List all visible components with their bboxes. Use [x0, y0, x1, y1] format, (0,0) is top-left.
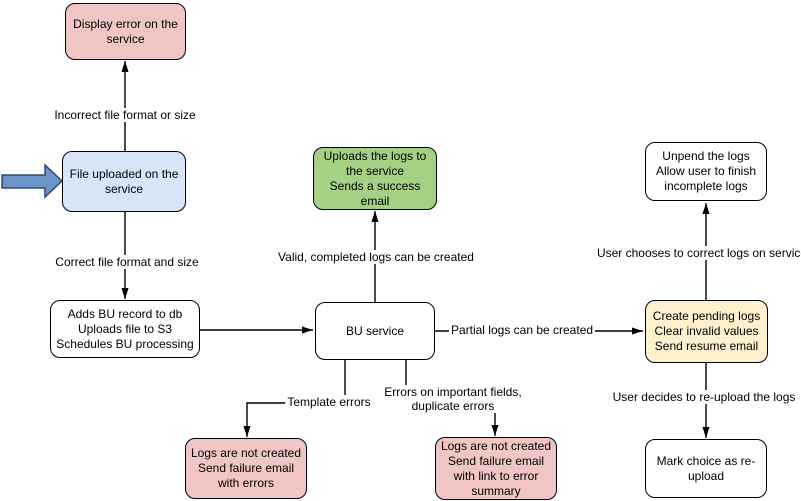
node-uploads-logs-label: Uploads the logs to the service Sends a … [323, 148, 427, 208]
node-fail-template-label: Logs are not created Send failure email … [190, 446, 302, 490]
edge-label-incorrect-format: Incorrect file format or size [52, 108, 198, 122]
node-fail-fields-label: Logs are not created Send failure email … [440, 438, 552, 498]
node-create-pending-label: Create pending logs Clear invalid values… [652, 309, 761, 353]
edge-label-correct-format: Correct file format and size [53, 255, 201, 269]
node-fail-fields[interactable]: Logs are not created Send failure email … [435, 437, 557, 500]
node-mark-choice[interactable]: Mark choice as re-upload [645, 439, 767, 498]
edge-label-field-errors: Errors on important fields, duplicate er… [382, 385, 524, 413]
node-adds-bu-record-label: Adds BU record to db Uploads file to S3 … [56, 306, 194, 351]
node-unpend-logs-label: Unpend the logs Allow user to finish inc… [655, 149, 757, 193]
node-display-error[interactable]: Display error on the service [65, 3, 186, 60]
edge-label-user-reupload: User decides to re-upload the logs [610, 390, 798, 404]
node-file-uploaded[interactable]: File uploaded on the service [62, 151, 186, 212]
entry-arrow-icon [1, 163, 64, 199]
node-adds-bu-record[interactable]: Adds BU record to db Uploads file to S3 … [50, 300, 200, 358]
edge-label-template-errors: Template errors [285, 395, 373, 409]
node-bu-service-label: BU service [345, 323, 404, 338]
edge-label-user-correct: User chooses to correct logs on service [594, 246, 801, 260]
node-fail-template[interactable]: Logs are not created Send failure email … [185, 438, 307, 499]
edge-label-partial-logs: Partial logs can be created [448, 323, 596, 337]
node-mark-choice-label: Mark choice as re-upload [656, 453, 756, 483]
node-bu-service[interactable]: BU service [315, 302, 435, 360]
node-create-pending[interactable]: Create pending logs Clear invalid values… [645, 300, 768, 363]
node-unpend-logs[interactable]: Unpend the logs Allow user to finish inc… [645, 142, 767, 201]
node-display-error-label: Display error on the service [73, 16, 178, 46]
edge-label-valid-logs: Valid, completed logs can be created [276, 250, 476, 264]
node-file-uploaded-label: File uploaded on the service [69, 166, 179, 196]
node-uploads-logs[interactable]: Uploads the logs to the service Sends a … [313, 147, 437, 210]
